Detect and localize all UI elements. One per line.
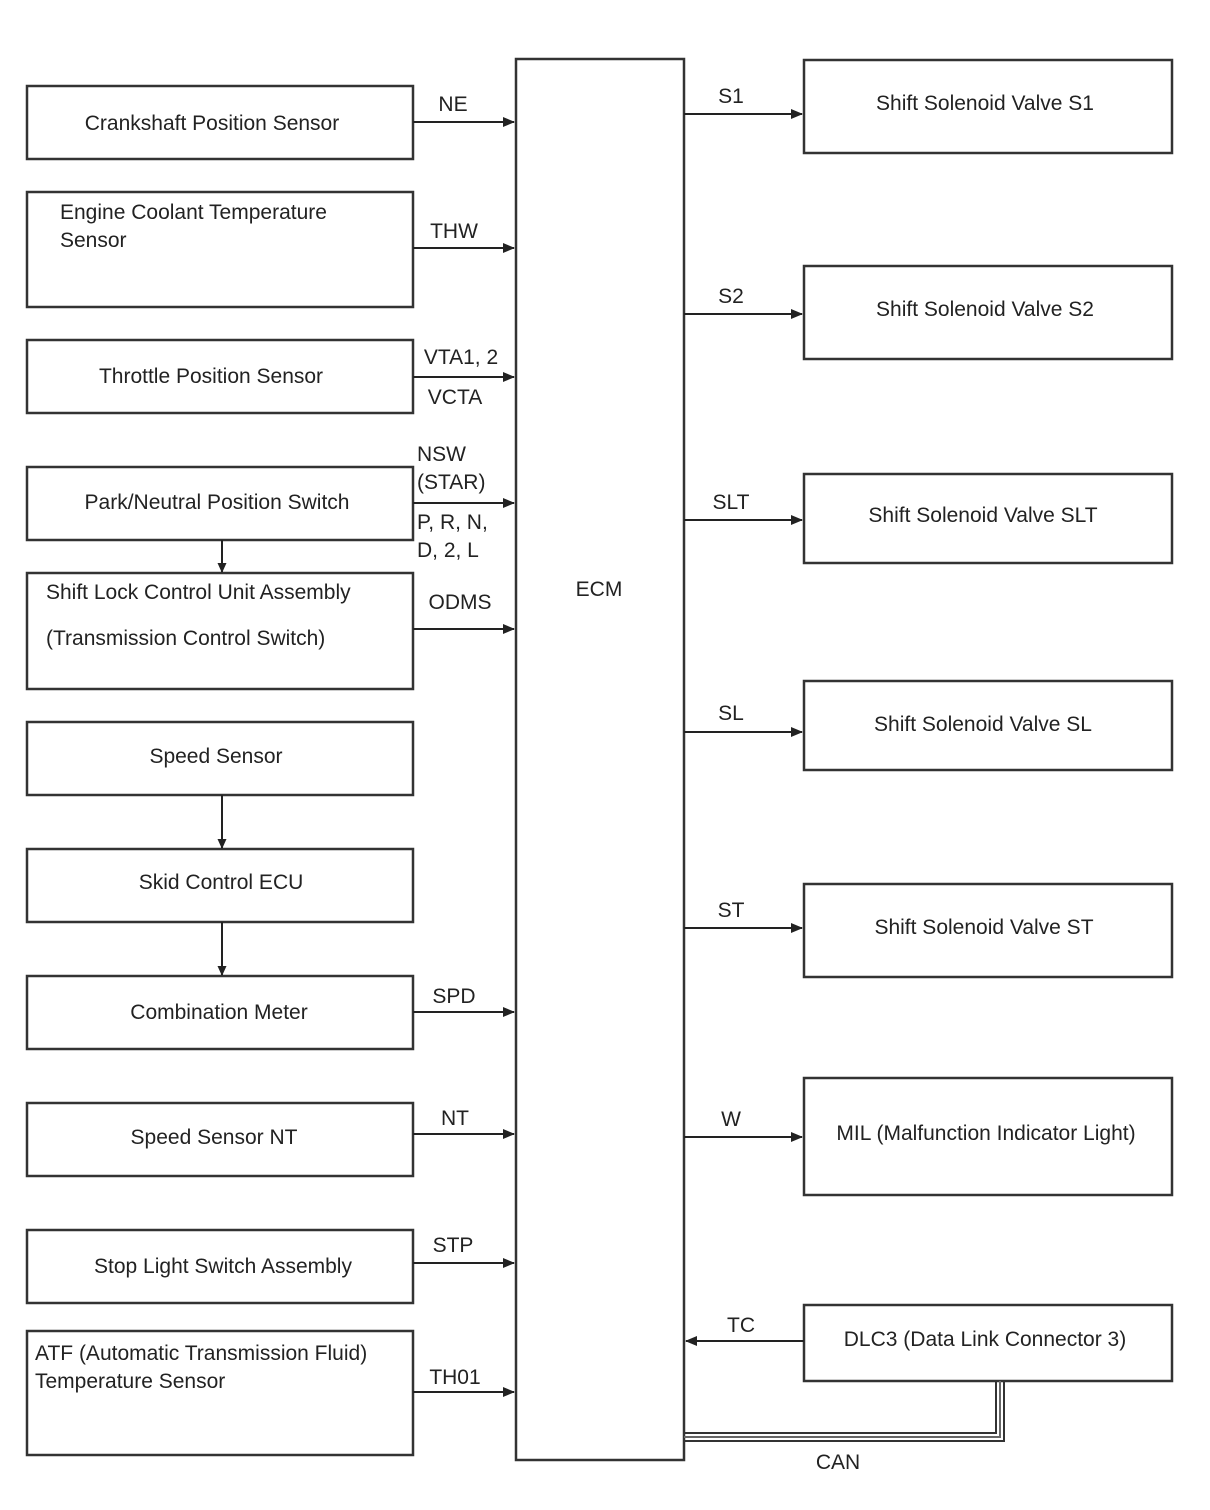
output-signal-wires: S1 S2 SLT SL ST W TC [684,85,804,1346]
shift-solenoid-valve-s1-box: Shift Solenoid Valve S1 [802,58,1174,155]
speed-sensor-nt-box: Speed Sensor NT [25,1101,415,1178]
s1-signal-label: S1 [718,85,744,108]
engine-coolant-temperature-sensor-box: Engine Coolant Temperature Sensor [25,190,415,309]
engine-coolant-temperature-sensor-label-line1: Engine Coolant Temperature [60,201,327,224]
shift-solenoid-valve-st-box: Shift Solenoid Valve ST [802,882,1174,979]
atf-temperature-sensor-label-line2: Temperature Sensor [35,1370,225,1393]
shift-solenoid-valve-st-label: Shift Solenoid Valve ST [874,916,1093,939]
vta-signal-label: VTA1, 2 [424,346,498,369]
vcta-signal-label: VCTA [428,386,482,409]
combination-meter-label: Combination Meter [130,1001,307,1024]
can-bus-line-3 [684,1381,1005,1442]
park-neutral-position-switch-label: Park/Neutral Position Switch [85,491,350,514]
odms-signal-label: ODMS [429,591,492,614]
shift-solenoid-valve-s2-box: Shift Solenoid Valve S2 [802,264,1174,361]
dlc3-label: DLC3 (Data Link Connector 3) [844,1328,1126,1351]
throttle-position-sensor-box: Throttle Position Sensor [25,338,415,415]
sl-signal-label: SL [718,702,744,725]
mil-label: MIL (Malfunction Indicator Light) [836,1122,1135,1145]
shift-solenoid-valve-slt-label: Shift Solenoid Valve SLT [868,504,1097,527]
shift-lock-control-unit-box: Shift Lock Control Unit Assembly (Transm… [25,571,415,691]
can-bus-line-2 [684,1381,1001,1438]
thw-signal-label: THW [430,220,478,243]
tc-signal-label: TC [727,1314,755,1337]
stp-signal-label: STP [433,1234,474,1257]
atf-temperature-sensor-label-line1: ATF (Automatic Transmission Fluid) [35,1342,367,1365]
speed-sensor-label: Speed Sensor [149,745,282,768]
park-neutral-position-switch-box: Park/Neutral Position Switch [25,465,415,542]
engine-coolant-temperature-sensor-label-line2: Sensor [60,229,127,252]
shift-solenoid-valve-s2-label: Shift Solenoid Valve S2 [876,298,1094,321]
can-bus: CAN [684,1381,1005,1474]
shift-solenoid-valve-sl-label: Shift Solenoid Valve SL [874,713,1092,736]
prn-signal-label: P, R, N, [417,511,488,534]
nt-signal-label: NT [441,1107,469,1130]
crankshaft-position-sensor-label: Crankshaft Position Sensor [85,112,339,135]
shift-solenoid-valve-slt-box: Shift Solenoid Valve SLT [802,472,1174,565]
nsw-signal-label: NSW [417,443,466,466]
shift-lock-control-unit-label-line1: Shift Lock Control Unit Assembly [46,581,351,604]
st-signal-label: ST [718,899,745,922]
d2l-signal-label: D, 2, L [417,539,479,562]
th01-signal-label: TH01 [429,1366,480,1389]
shift-solenoid-valve-sl-box: Shift Solenoid Valve SL [802,679,1174,772]
stop-light-switch-assembly-label: Stop Light Switch Assembly [94,1255,352,1278]
crankshaft-position-sensor-box: Crankshaft Position Sensor [25,84,415,161]
speed-sensor-box: Speed Sensor [25,720,415,797]
skid-control-ecu-label: Skid Control ECU [139,871,304,894]
input-signal-wires: NE THW VTA1, 2 VCTA NSW (STAR) P, R, N, … [413,93,515,1397]
star-signal-label: (STAR) [417,471,485,494]
speed-sensor-nt-label: Speed Sensor NT [131,1126,298,1149]
s2-signal-label: S2 [718,285,744,308]
spd-signal-label: SPD [432,985,475,1008]
mil-box: MIL (Malfunction Indicator Light) [802,1076,1174,1197]
slt-signal-label: SLT [713,491,750,514]
stop-light-switch-assembly-box: Stop Light Switch Assembly [25,1228,415,1305]
can-bus-line-1 [684,1381,997,1434]
can-bus-label: CAN [816,1451,860,1474]
ne-signal-label: NE [438,93,467,116]
throttle-position-sensor-label: Throttle Position Sensor [99,365,323,388]
shift-lock-control-unit-label-line2: (Transmission Control Switch) [46,627,325,650]
atf-temperature-sensor-box: ATF (Automatic Transmission Fluid) Tempe… [25,1329,415,1457]
ecm-label: ECM [576,578,623,601]
shift-solenoid-valve-s1-label: Shift Solenoid Valve S1 [876,92,1094,115]
ecm-block: ECM [514,57,686,1462]
combination-meter-box: Combination Meter [25,974,415,1051]
dlc3-box: DLC3 (Data Link Connector 3) [802,1303,1174,1383]
w-signal-label: W [721,1108,741,1131]
skid-control-ecu-box: Skid Control ECU [25,847,415,924]
